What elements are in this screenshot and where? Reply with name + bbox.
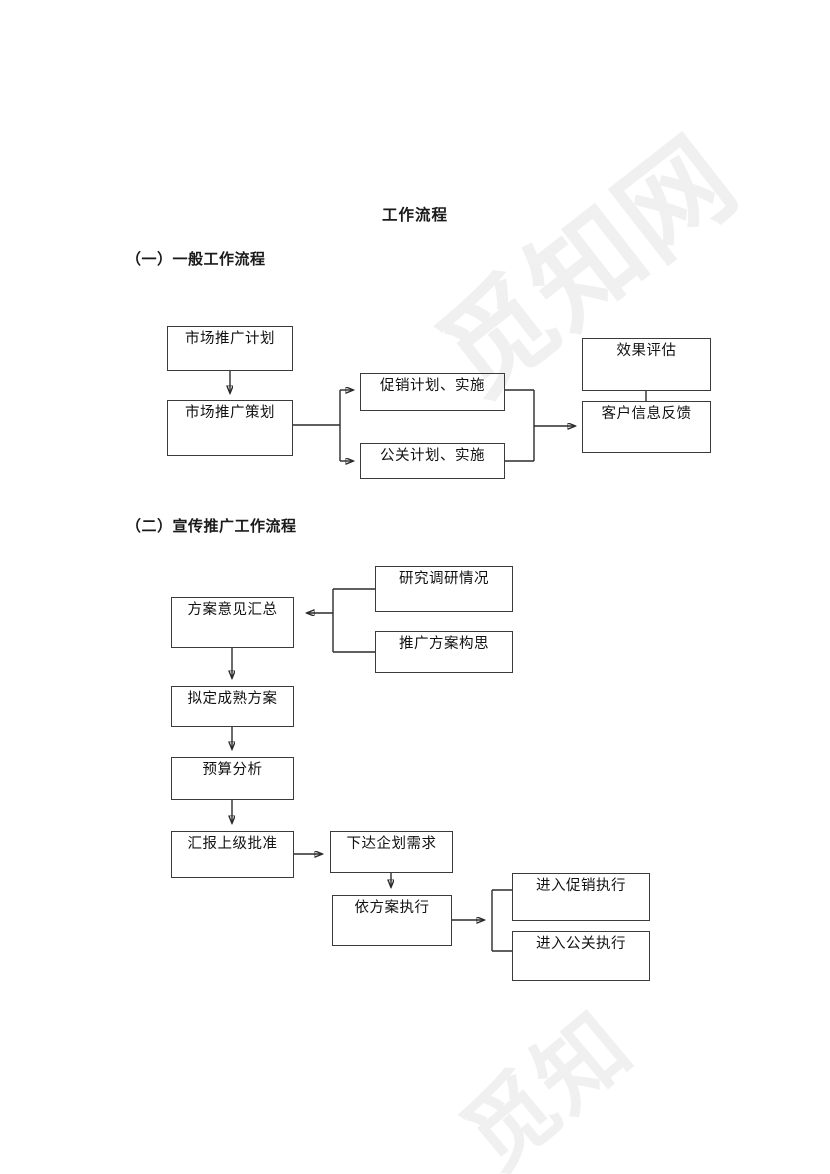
watermark-bottom: 觅知: [445, 995, 651, 1174]
node-market-promotion-planning: 市场推广策划: [167, 400, 293, 456]
page-title: 工作流程: [381, 207, 448, 224]
node-budget-analysis: 预算分析: [171, 757, 294, 800]
node-issue-planning-request: 下达企划需求: [330, 831, 453, 873]
node-report-for-approval: 汇报上级批准: [171, 831, 294, 878]
node-enter-public-relations-execution: 进入公关执行: [512, 931, 650, 981]
section-heading-promotion: （二）宣传推广工作流程: [126, 518, 297, 535]
node-draft-mature-proposal: 拟定成熟方案: [171, 686, 294, 727]
node-research-survey: 研究调研情况: [375, 566, 513, 612]
node-sales-promotion-plan: 促销计划、实施: [360, 373, 505, 411]
node-public-relations-plan: 公关计划、实施: [360, 443, 505, 479]
node-enter-sales-promotion-execution: 进入促销执行: [512, 873, 650, 921]
node-execute-per-proposal: 依方案执行: [332, 895, 452, 946]
section-heading-general: （一）一般工作流程: [126, 251, 266, 268]
node-proposal-opinion-summary: 方案意见汇总: [171, 597, 294, 648]
node-effect-evaluation: 效果评估: [582, 338, 711, 391]
node-customer-feedback: 客户信息反馈: [582, 401, 711, 453]
node-promotion-concept: 推广方案构思: [375, 631, 513, 673]
node-market-promotion-plan: 市场推广计划: [167, 326, 293, 371]
